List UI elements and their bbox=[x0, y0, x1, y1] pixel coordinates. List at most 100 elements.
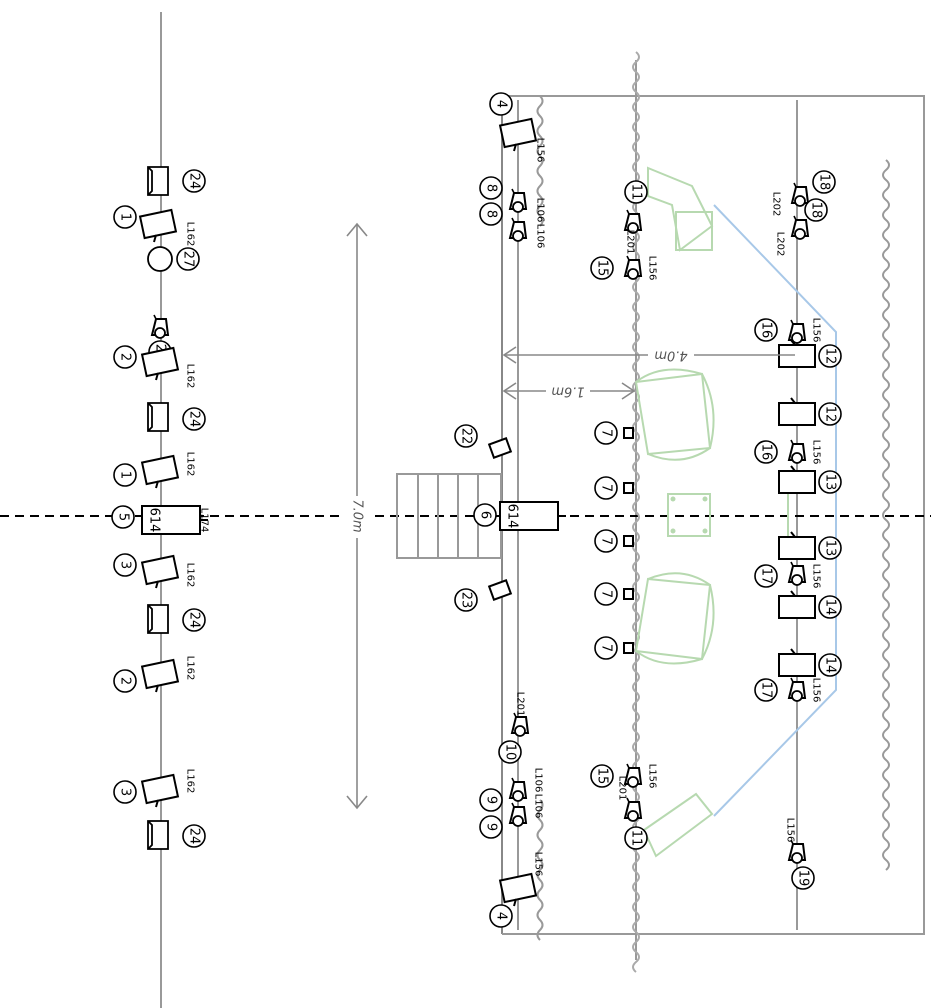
fixture-ellipsoidal-1-number: 1 bbox=[118, 471, 133, 479]
fixture-fresnel-18-gel: L202 bbox=[775, 232, 786, 257]
fixture-ellipsoidal-1: 1 L162 bbox=[113, 452, 196, 489]
dim-d2-label: 4.0m bbox=[654, 348, 687, 363]
fixture-ellipsoidal-3-gel: L162 bbox=[185, 769, 196, 794]
fixture-mini-7-number: 7 bbox=[599, 590, 614, 598]
fixture-smallbox-22-circle bbox=[454, 424, 478, 448]
fixture-ellipsoidal-4-gel: L156 bbox=[535, 138, 546, 163]
fixture-fresnel-9-gel: L106 bbox=[533, 768, 544, 793]
fixture-fresnel-9-lens bbox=[512, 815, 524, 827]
curtain-back bbox=[882, 159, 890, 871]
armchair-lower-seat bbox=[634, 577, 712, 661]
fixture-ellipsoidal-4-number: 4 bbox=[494, 912, 509, 920]
armchair-upper bbox=[634, 368, 715, 461]
fixture-ellipsoidal-4-circle bbox=[489, 92, 513, 116]
fixture-fresnel-8-yoke bbox=[511, 217, 515, 223]
fixture-par-24-body bbox=[147, 604, 169, 634]
fixture-fresnel-11-number: 11 bbox=[629, 184, 644, 201]
fixture-fresnel-18-number: 18 bbox=[817, 174, 832, 191]
dim-d1-label: 1.6m bbox=[551, 384, 584, 399]
fixture-ellipsoidal-1-circle bbox=[113, 463, 137, 487]
armchair-lower bbox=[634, 572, 715, 665]
fixture-par-24: 24 bbox=[147, 402, 206, 432]
fixture-par-24-number: 24 bbox=[187, 411, 202, 428]
fixtures-layer: 241L16227212L162241L1626145L1743L162242L… bbox=[111, 92, 842, 928]
fixture-ellipsoidal-3-circle bbox=[113, 553, 137, 577]
fixture-ellipsoidal-2-yoke bbox=[155, 372, 159, 381]
fixture-mini-7-circle bbox=[594, 421, 618, 445]
fixture-fresnel-19-yoke bbox=[790, 839, 794, 845]
fixture-fresnel-16-gel: L156 bbox=[811, 440, 822, 465]
fixture-box-12-circle bbox=[818, 344, 842, 368]
fixture-fresnel-11-circle bbox=[624, 826, 648, 850]
fixture-mini-7-body bbox=[623, 535, 634, 547]
fixture-ellipsoidal-1-circle bbox=[113, 205, 137, 229]
fixture-mini-7-circle bbox=[594, 529, 618, 553]
fixture-ellipsoidal-2-body bbox=[140, 658, 180, 690]
fixture-fresnel-15-gel: L156 bbox=[647, 764, 658, 789]
fixture-fresnel-17-gel: L156 bbox=[811, 564, 822, 589]
fixture-mini-7: 7 bbox=[594, 529, 634, 553]
fixture-fresnel-16-lens bbox=[791, 332, 803, 344]
fixture-fresnel-16-gel: L156 bbox=[811, 318, 822, 343]
fixture-followspot-6-body bbox=[499, 501, 559, 531]
dim-d1-arrow-right bbox=[621, 382, 636, 400]
fixture-box-13-yoke bbox=[790, 531, 796, 538]
fixture-fresnel-19-number: 19 bbox=[796, 870, 811, 887]
fixture-fresnel-17-lens bbox=[791, 574, 803, 586]
fixture-ellipsoidal-1-gel: L162 bbox=[185, 452, 196, 477]
fixture-mini-7: 7 bbox=[594, 636, 634, 660]
fixture-box-12: 12 bbox=[778, 339, 842, 368]
fixture-fresnel-18-lens bbox=[794, 195, 806, 207]
fixture-mini-7-number: 7 bbox=[599, 429, 614, 437]
fixture-followspot-5-model: 614 bbox=[147, 508, 162, 533]
fixture-ellipsoidal-2: 2 L162 bbox=[113, 656, 196, 693]
fixture-ellipsoidal-1-body bbox=[140, 454, 180, 486]
fixture-ellipsoidal-4-gel: L156 bbox=[533, 852, 544, 877]
table-leg bbox=[670, 496, 676, 502]
fixture-par-24-body bbox=[147, 166, 169, 196]
fixture-box-13-circle bbox=[818, 536, 842, 560]
dim-d1-arrow-left bbox=[502, 382, 517, 400]
fixture-fresnel-17-number: 17 bbox=[759, 568, 774, 585]
armchair-lower-arm2 bbox=[647, 572, 711, 586]
fixture-ellipsoidal-2-gel: L162 bbox=[185, 656, 196, 681]
fixture-fresnel-8-circle bbox=[479, 202, 503, 226]
fixture-box-13-body bbox=[778, 470, 816, 494]
fixture-fresnel-9-number: 9 bbox=[484, 796, 499, 804]
fixture-box-14-body bbox=[778, 595, 816, 619]
dim-d2-arrow-left bbox=[502, 346, 517, 364]
fixture-fresnel-11-lens bbox=[627, 222, 639, 234]
fixture-fresnel-18-number: 18 bbox=[809, 202, 824, 219]
fixture-ellipsoidal-2-circle bbox=[113, 669, 137, 693]
fixture-box-14-yoke bbox=[790, 590, 796, 597]
fixture-fresnel-17-circle bbox=[754, 678, 778, 702]
fixture-fresnel-17-gel: L156 bbox=[811, 678, 822, 703]
lamp-bottom bbox=[642, 792, 714, 858]
fixture-box-13-number: 13 bbox=[823, 474, 838, 491]
fixture-ellipsoidal-3-body bbox=[140, 773, 180, 805]
fixture-par-24: 24 bbox=[147, 820, 206, 850]
fixture-fresnel-11-yoke bbox=[626, 209, 630, 215]
dim-width-arrow-top bbox=[346, 222, 368, 237]
fixture-fresnel-8-lens bbox=[512, 230, 524, 242]
fixture-smallbox-22-body bbox=[487, 437, 513, 459]
fixture-par-24-body bbox=[147, 402, 169, 432]
fixture-mini-7-circle bbox=[594, 476, 618, 500]
fixture-box-14-circle bbox=[818, 595, 842, 619]
fixture-mini-7: 7 bbox=[594, 582, 634, 606]
fixture-box-14-body bbox=[778, 653, 816, 677]
fixture-fresnel-8-gel: L106 bbox=[535, 198, 546, 223]
fixture-fresnel-16-circle bbox=[754, 318, 778, 342]
fixture-fresnel-16-yoke bbox=[790, 319, 794, 325]
fixture-ellipsoidal-2-number: 2 bbox=[118, 677, 133, 685]
